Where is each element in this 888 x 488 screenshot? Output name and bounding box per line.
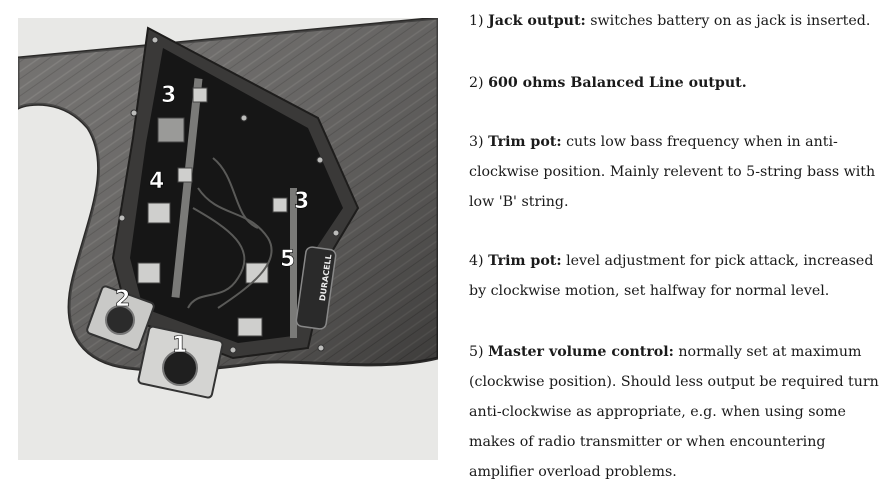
note-4-trim-pot-attack: 4) Trim pot: level adjustment for pick a… <box>469 246 879 306</box>
callout-5: 5 <box>280 247 295 272</box>
xlr-output-socket <box>86 285 155 351</box>
note-number: 4) <box>469 253 489 269</box>
note-text: level adjustment for pick attack, increa… <box>469 253 874 299</box>
note-number: 2) <box>469 75 489 91</box>
note-title: Master volume control: <box>488 344 674 360</box>
note-title: Trim pot: <box>488 134 562 150</box>
note-text: switches battery on as jack is inserted. <box>585 13 871 29</box>
bass-control-cavity-photo: DURACELL 3 4 3 5 2 1 <box>18 18 438 460</box>
callout-4: 4 <box>149 169 164 194</box>
callout-3-top: 3 <box>161 83 176 108</box>
callout-2: 2 <box>115 287 130 312</box>
note-text: normally set at maximum (clockwise posit… <box>469 344 879 480</box>
note-1-jack-output: 1) Jack output: switches battery on as j… <box>469 6 879 36</box>
callout-3-right: 3 <box>294 189 309 214</box>
callout-1: 1 <box>172 333 187 358</box>
note-title: Trim pot: <box>488 253 562 269</box>
note-2-balanced-line: 2) 600 ohms Balanced Line output. <box>469 68 879 98</box>
jack-output-socket <box>137 325 224 399</box>
note-number: 1) <box>469 13 489 29</box>
note-title: Jack output: <box>488 13 586 29</box>
note-3-trim-pot-bass: 3) Trim pot: cuts low bass frequency whe… <box>469 127 879 217</box>
note-title: 600 ohms Balanced Line output. <box>488 75 747 91</box>
note-5-master-volume: 5) Master volume control: normally set a… <box>469 337 879 487</box>
note-text: cuts low bass frequency when in anti-clo… <box>469 134 876 210</box>
note-number: 5) <box>469 344 489 360</box>
battery: DURACELL <box>295 246 337 330</box>
note-number: 3) <box>469 134 489 150</box>
